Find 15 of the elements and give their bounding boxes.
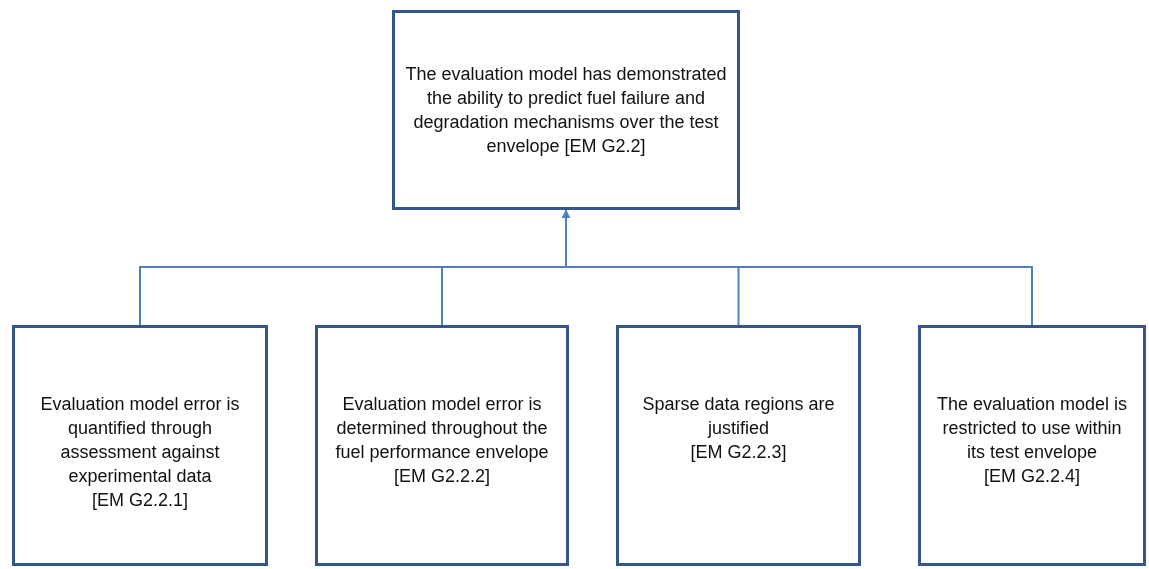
subgoal-box [12, 325, 268, 566]
subgoal-box [918, 325, 1146, 566]
subgoal-box [315, 325, 569, 566]
connector-arrow [562, 209, 1033, 326]
subgoal-box [616, 325, 861, 566]
box-text: [EM G2.2.2] [393, 465, 490, 488]
box-text: Sparse data regions are justified [641, 393, 836, 440]
box-text: The evaluation model is restricted to use within its test envelope [935, 393, 1129, 464]
goal-box [392, 10, 740, 210]
box-text: Evaluation model error is determined throughout the fuel performance envelope [334, 393, 550, 464]
box-text: The evaluation model has demonstrated the ability to predict fuel failure and degradation mechanisms over the test envelope [EM G2.2] [405, 63, 727, 158]
box-text: [EM G2.2.4] [983, 465, 1080, 488]
box-text: [EM G2.2.1] [91, 489, 188, 512]
box-text: [EM G2.2.3] [690, 441, 787, 464]
box-text: Evaluation model error is quantified through assessment against experimental data [39, 393, 241, 488]
